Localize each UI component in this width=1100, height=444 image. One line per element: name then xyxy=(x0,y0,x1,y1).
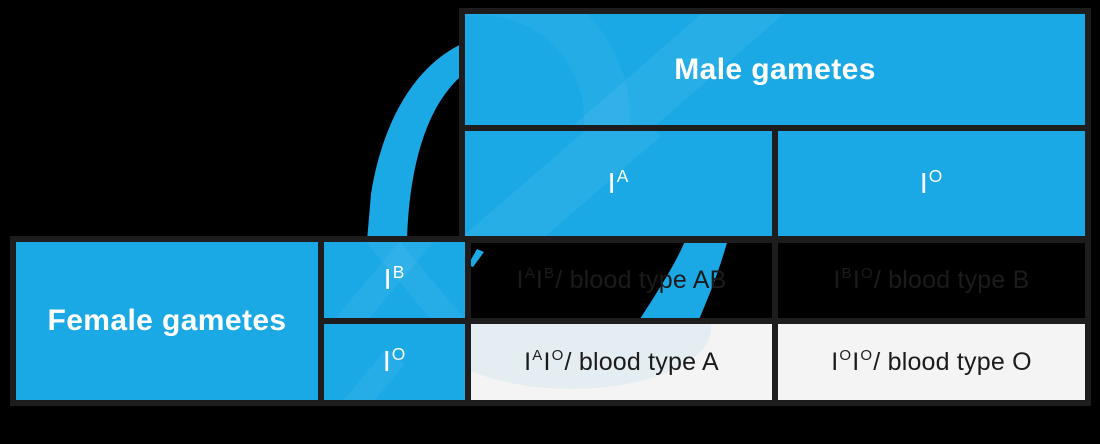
male-gametes-header: Male gametes xyxy=(462,11,1088,128)
male-allele-io-label: IO xyxy=(919,165,943,200)
result-genotype-ab: IAIB/ blood type AB xyxy=(516,265,727,294)
female-allele-ib-cell: IB xyxy=(321,239,468,321)
watermark-band xyxy=(324,242,439,318)
watermark-band xyxy=(357,242,465,318)
female-allele-ib-label: IB xyxy=(383,261,405,296)
result-genotype-b: IBIO/ blood type B xyxy=(833,265,1030,294)
result-genotype-a: IAIO/ blood type A xyxy=(524,347,719,376)
female-and-results-block: Female gametes IB IO IAIB/ blood type AB… xyxy=(10,236,1091,406)
watermark-band xyxy=(465,131,661,237)
result-cell-blood-type-b: IBIO/ blood type B xyxy=(775,239,1088,321)
female-allele-io-label: IO xyxy=(382,343,406,378)
result-genotype-o: IOIO/ blood type O xyxy=(831,347,1032,376)
female-gametes-label: Female gametes xyxy=(47,304,287,337)
result-cell-blood-type-o: IOIO/ blood type O xyxy=(775,321,1088,403)
male-allele-ia-cell: IA xyxy=(462,128,775,240)
male-gametes-block: Male gametes IA IO xyxy=(459,8,1091,243)
female-allele-io-cell: IO xyxy=(321,321,468,403)
watermark-ring xyxy=(465,14,630,125)
male-gametes-label: Male gametes xyxy=(674,52,876,86)
male-allele-ia-label: IA xyxy=(607,165,629,200)
result-cell-blood-type-ab: IAIB/ blood type AB xyxy=(468,239,775,321)
female-gametes-header: Female gametes xyxy=(13,239,321,403)
result-cell-blood-type-a: IAIO/ blood type A xyxy=(468,321,775,403)
male-allele-io-cell: IO xyxy=(775,128,1088,240)
